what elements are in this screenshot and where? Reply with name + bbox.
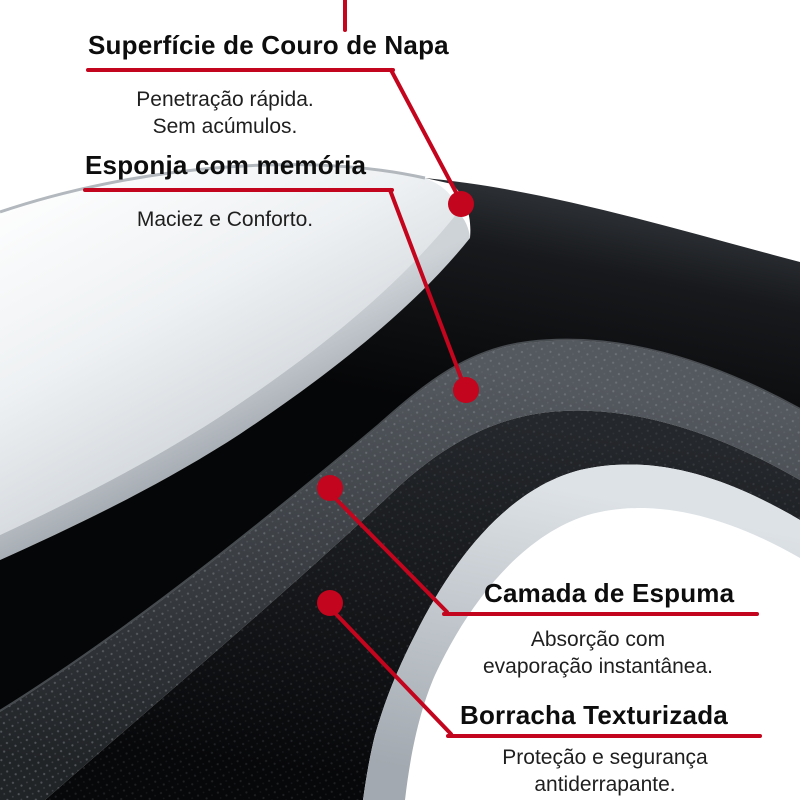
desc-line: evaporação instantânea. [482,655,713,678]
desc-line: antiderrapante. [534,773,676,796]
callout-foam-pointer-line [332,495,449,614]
callout-sponge-dot [453,377,479,403]
memory-sponge-layer [0,178,800,712]
foam-speckle-texture [0,340,800,800]
desc-line: Penetração rápida. [136,88,314,111]
rubber-speckle-texture [45,410,800,800]
napa-leather-surface-layer [0,164,458,535]
callout-title-memory-sponge: Esponja com memória [85,150,367,180]
leather-far-edge-shading [0,163,426,214]
mat-underside-edge [363,464,800,800]
desc-line: Maciez e Conforto. [136,208,314,231]
callout-desc-napa-surface: Penetração rápida. Sem acúmulos. [95,86,355,140]
callout-title-foam-layer: Camada de Espuma [484,578,735,608]
callout-title-textured-rubber: Borracha Texturizada [460,700,728,730]
callout-napa-dot [448,191,474,217]
desc-line: Absorção com [530,628,666,651]
leather-side-edge [0,212,470,560]
callout-rubber-dot [317,590,343,616]
callout-napa-pointer-line [389,68,461,200]
callout-desc-textured-rubber: Proteção e segurança antiderrapante. [455,744,755,798]
desc-line: Sem acúmulos. [152,115,298,138]
callout-sponge-pointer-line [388,188,465,385]
callout-desc-foam-layer: Absorção com evaporação instantânea. [448,626,748,680]
callout-desc-memory-sponge: Maciez e Conforto. [105,206,345,233]
callout-foam-dot [317,475,343,501]
callout-rubber-pointer-line [332,610,453,736]
desc-line: Proteção e segurança [502,746,708,769]
callout-title-napa-surface: Superfície de Couro de Napa [88,30,449,60]
